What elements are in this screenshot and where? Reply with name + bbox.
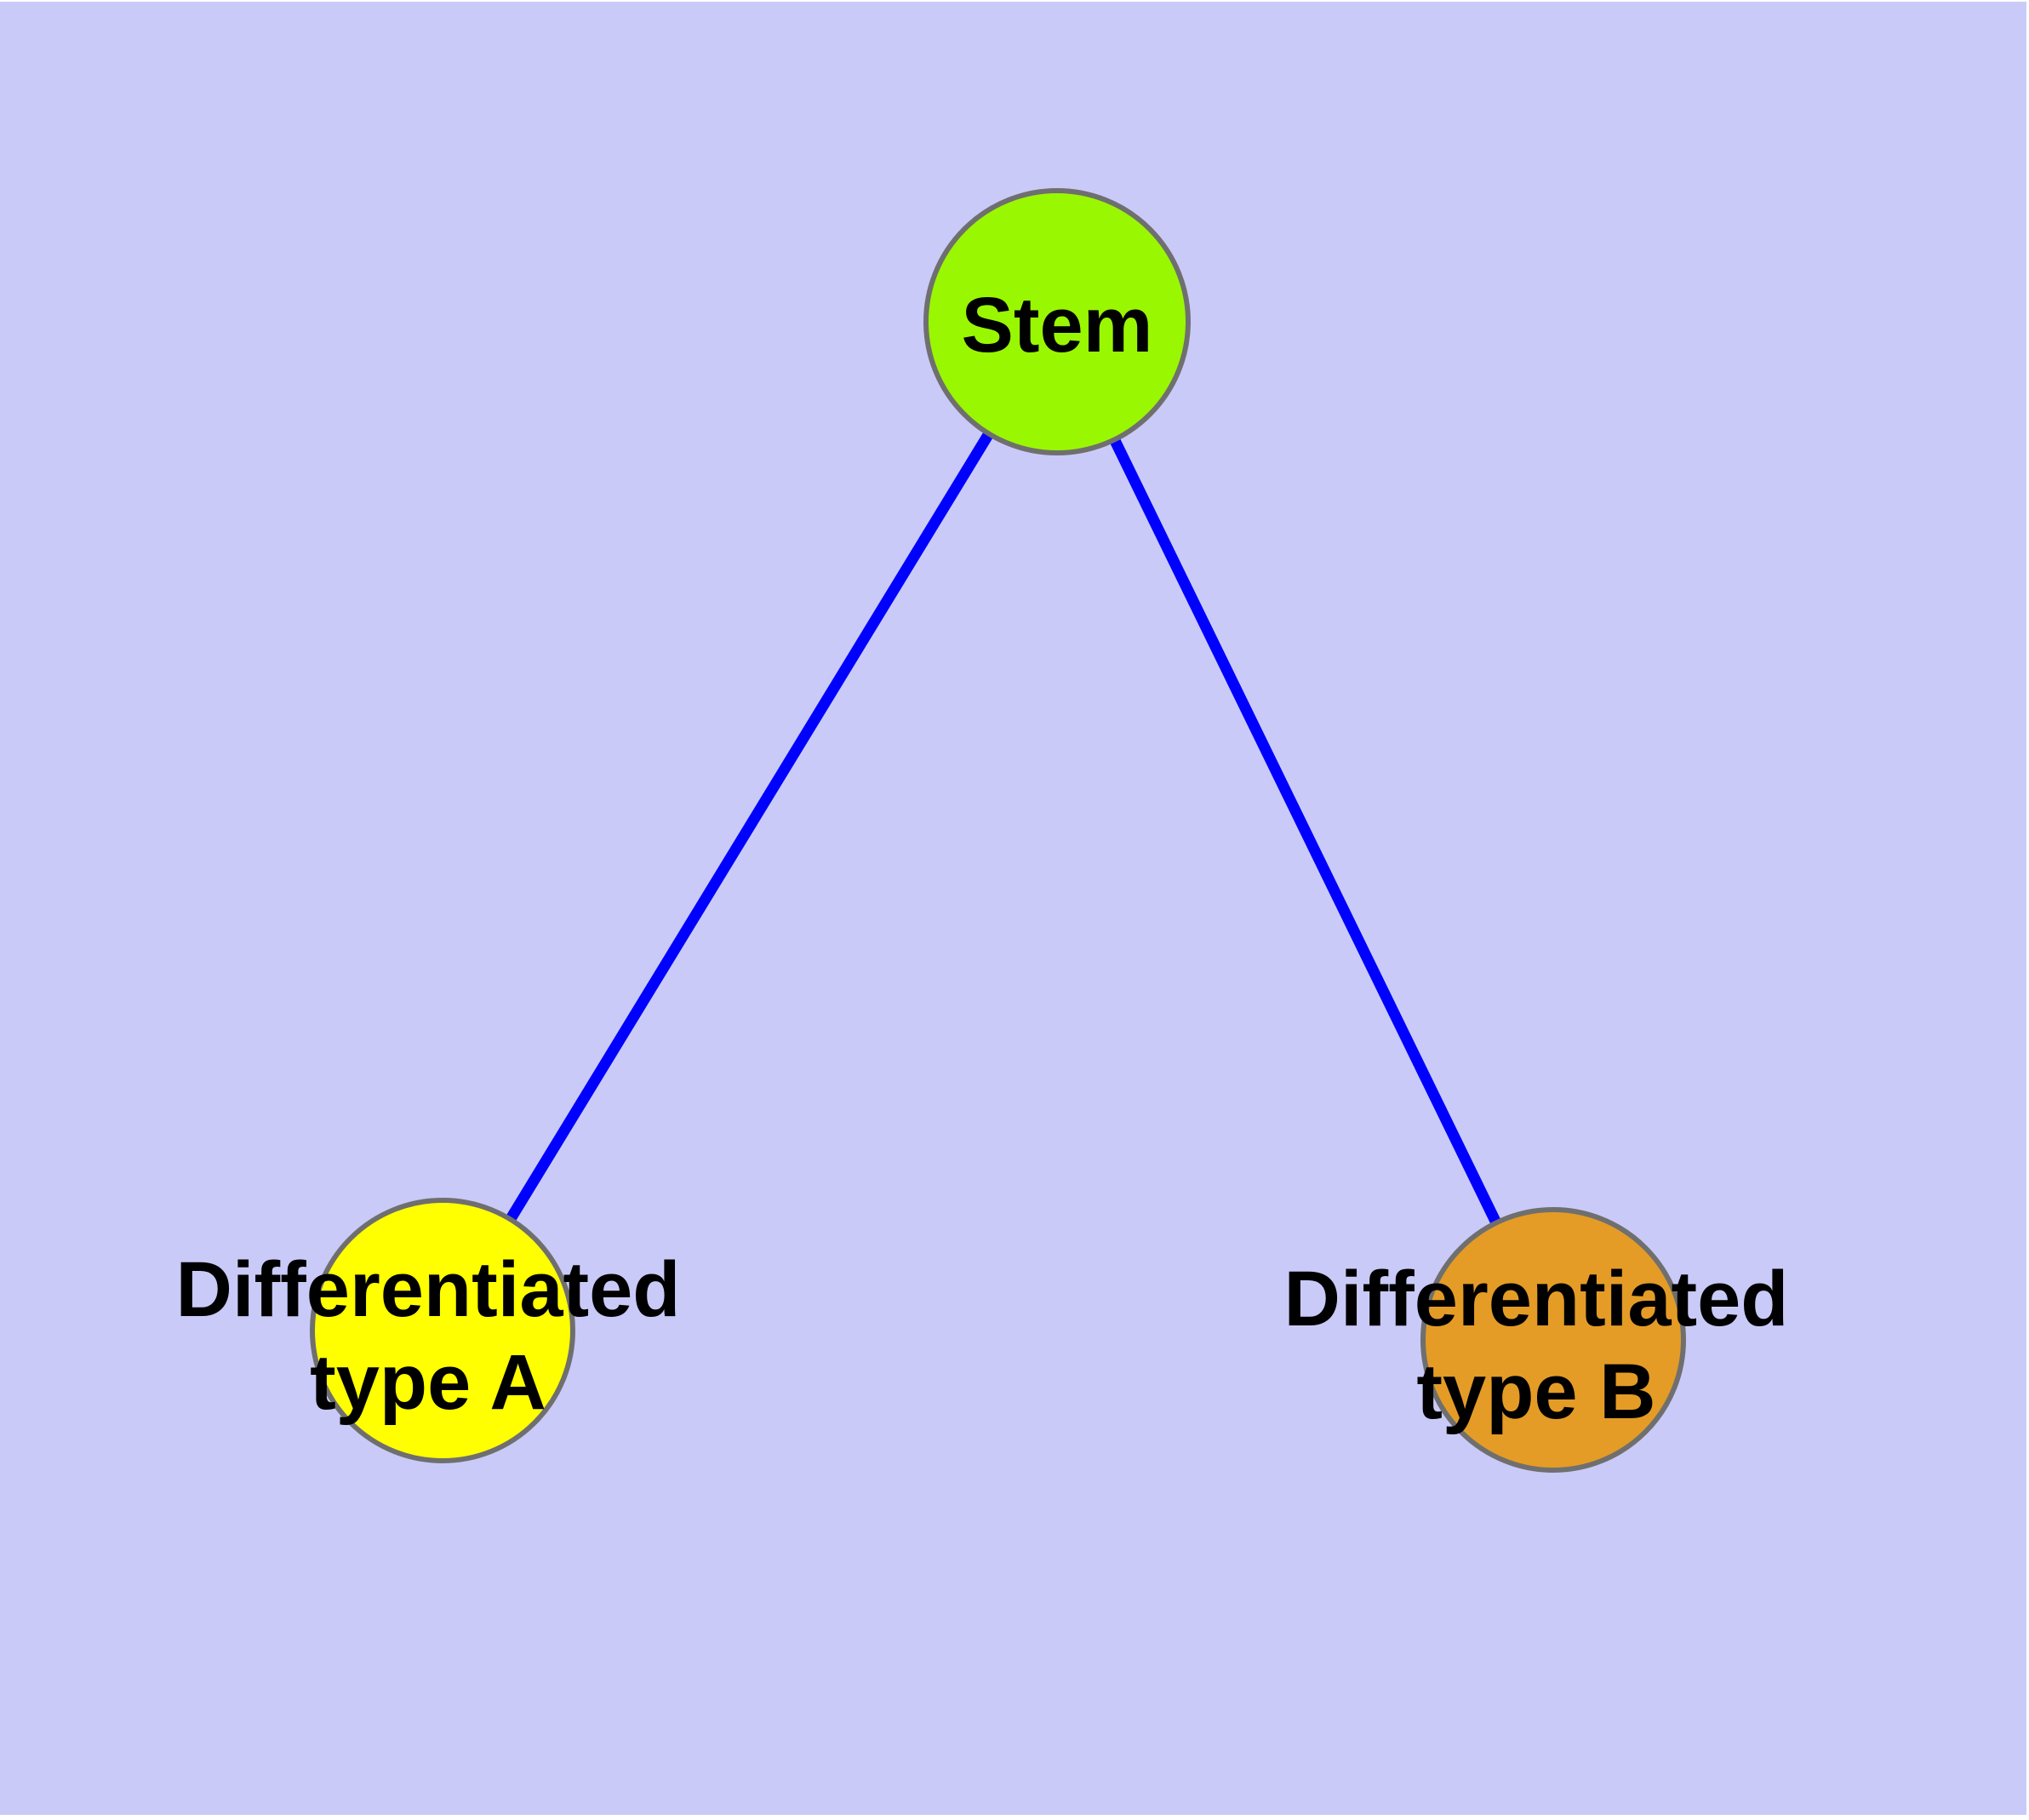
node-type-a-circle <box>310 1198 575 1463</box>
node-stem-circle <box>923 188 1191 455</box>
edge-stem-to-type-a <box>437 318 1062 1334</box>
node-type-a-label-line2: type A <box>310 1339 546 1426</box>
node-type-b-label-line1: Differentiated <box>1284 1256 1789 1342</box>
edge-stem-to-type-b <box>1052 319 1558 1342</box>
node-type-a-label-line1: Differentiated <box>176 1246 681 1333</box>
node-type-b-circle <box>1420 1207 1686 1473</box>
node-stem-label: Stem <box>962 282 1153 369</box>
node-type-b-label-line2: type B <box>1416 1348 1655 1435</box>
